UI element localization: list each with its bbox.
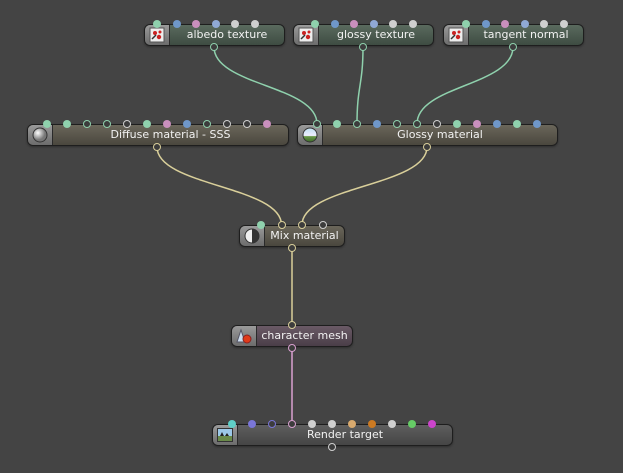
input-pin-render-6[interactable] — [348, 420, 356, 428]
input-pin-render-2[interactable] — [268, 420, 276, 428]
input-pin-mix-0[interactable] — [257, 221, 265, 229]
input-pin-glossytex-0[interactable] — [311, 20, 319, 28]
input-pin-mix-1[interactable] — [277, 221, 286, 229]
node-label: Mix material — [270, 229, 339, 242]
output-pin-glossy[interactable] — [423, 143, 431, 151]
input-pin-diffuse-8[interactable] — [203, 120, 211, 128]
input-pin-diffuse-3[interactable] — [103, 120, 111, 128]
link-glossytex-to-glossy[interactable] — [356, 46, 364, 125]
node-albedo[interactable]: albedo texture — [144, 24, 285, 46]
input-pin-albedo-0[interactable] — [153, 20, 161, 28]
input-pin-render-1[interactable] — [248, 420, 256, 428]
output-pin-diffuse[interactable] — [153, 143, 161, 151]
texture-icon — [294, 25, 319, 45]
input-pin-glossy-7[interactable] — [453, 120, 461, 128]
input-pin-tangent-4[interactable] — [540, 20, 548, 28]
node-label: albedo texture — [186, 28, 268, 41]
input-pin-render-9[interactable] — [408, 420, 416, 428]
input-pin-albedo-5[interactable] — [250, 20, 259, 28]
node-label: Glossy material — [397, 128, 483, 141]
output-pin-albedo[interactable] — [210, 43, 218, 51]
input-pin-albedo-3[interactable] — [211, 20, 220, 28]
input-pin-render-10[interactable] — [428, 420, 436, 428]
input-pin-glossytex-5[interactable] — [408, 20, 417, 28]
output-pin-tangent[interactable] — [509, 43, 517, 51]
input-pin-glossy-8[interactable] — [473, 120, 481, 128]
input-pin-tangent-5[interactable] — [559, 20, 568, 28]
mix-sphere-icon — [240, 226, 265, 246]
input-pin-render-7[interactable] — [368, 420, 376, 428]
input-pin-glossy-11[interactable] — [533, 120, 541, 128]
input-pin-glossy-10[interactable] — [513, 120, 521, 128]
input-pin-diffuse-0[interactable] — [43, 120, 51, 128]
input-pin-render-0[interactable] — [228, 420, 236, 428]
diffuse-sphere-icon — [28, 125, 53, 145]
glossy-sphere-icon — [298, 125, 323, 145]
node-mesh[interactable]: character mesh — [231, 325, 353, 347]
input-pin-glossytex-2[interactable] — [350, 20, 358, 28]
output-pin-glossytex[interactable] — [359, 43, 367, 51]
texture-icon — [444, 25, 469, 45]
input-pin-render-4[interactable] — [308, 420, 316, 428]
input-pin-glossy-4[interactable] — [393, 120, 401, 128]
input-pin-glossy-2[interactable] — [353, 120, 361, 128]
input-pin-render-5[interactable] — [328, 420, 336, 428]
link-tangent-to-glossy[interactable] — [416, 46, 514, 125]
output-pin-mesh[interactable] — [288, 344, 296, 352]
input-pin-glossytex-4[interactable] — [389, 20, 397, 28]
input-pin-diffuse-10[interactable] — [243, 120, 251, 128]
input-pin-tangent-2[interactable] — [501, 20, 509, 28]
input-pin-glossytex-1[interactable] — [330, 20, 339, 28]
node-label: glossy texture — [337, 28, 415, 41]
input-pin-diffuse-7[interactable] — [183, 120, 191, 128]
input-pin-albedo-2[interactable] — [192, 20, 200, 28]
input-pin-tangent-3[interactable] — [520, 20, 529, 28]
link-diffuse-to-mix[interactable] — [156, 146, 283, 226]
link-albedo-to-glossy[interactable] — [213, 46, 318, 125]
input-pin-glossy-6[interactable] — [433, 120, 441, 128]
node-label: tangent normal — [483, 28, 569, 41]
input-pin-glossy-3[interactable] — [373, 120, 381, 128]
input-pin-mix-2[interactable] — [298, 221, 306, 229]
output-pin-mix[interactable] — [288, 244, 296, 252]
output-pin-render[interactable] — [328, 443, 336, 451]
input-pin-albedo-4[interactable] — [231, 20, 239, 28]
input-pin-albedo-1[interactable] — [172, 20, 181, 28]
input-pin-diffuse-4[interactable] — [123, 120, 131, 128]
input-pin-render-3[interactable] — [288, 420, 296, 428]
input-pin-glossy-9[interactable] — [493, 120, 501, 128]
input-pin-glossy-0[interactable] — [313, 120, 321, 128]
input-pin-diffuse-2[interactable] — [83, 120, 91, 128]
texture-icon — [145, 25, 170, 45]
input-pin-glossy-5[interactable] — [413, 120, 421, 128]
input-pin-mix-3[interactable] — [318, 221, 327, 229]
link-glossy-to-mix[interactable] — [301, 146, 428, 226]
mesh-icon — [232, 326, 257, 346]
input-pin-diffuse-1[interactable] — [63, 120, 71, 128]
node-tangent[interactable]: tangent normal — [443, 24, 584, 46]
node-label: Render target — [306, 428, 384, 441]
input-pin-diffuse-5[interactable] — [143, 120, 151, 128]
input-pin-diffuse-11[interactable] — [263, 120, 271, 128]
input-pin-glossy-1[interactable] — [333, 120, 341, 128]
render-image-icon — [213, 425, 238, 445]
input-pin-glossytex-3[interactable] — [369, 20, 378, 28]
input-pin-render-8[interactable] — [388, 420, 396, 428]
input-pin-tangent-1[interactable] — [481, 20, 490, 28]
input-pin-mesh-0[interactable] — [288, 321, 296, 329]
node-label: Diffuse material - SSS — [110, 128, 231, 141]
node-diffuse[interactable]: Diffuse material - SSS — [27, 124, 289, 146]
node-mix[interactable]: Mix material — [239, 225, 345, 247]
input-pin-diffuse-9[interactable] — [223, 120, 231, 128]
input-pin-diffuse-6[interactable] — [163, 120, 171, 128]
input-pin-tangent-0[interactable] — [462, 20, 470, 28]
node-label: character mesh — [261, 329, 348, 342]
